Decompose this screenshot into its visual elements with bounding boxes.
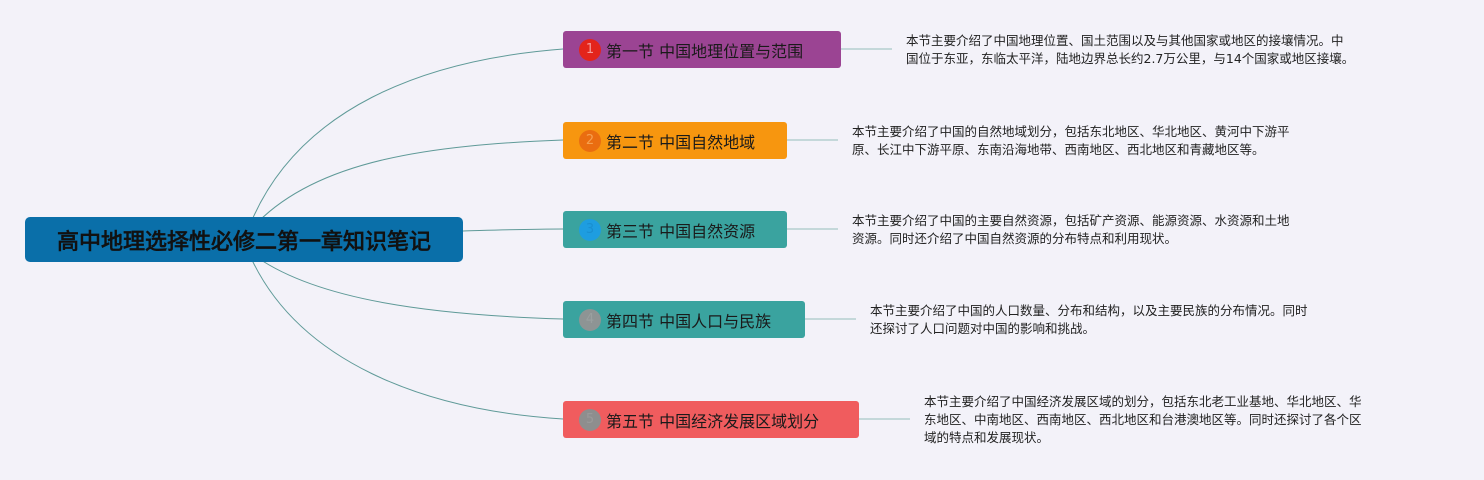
description-line: 本节主要介绍了中国经济发展区域的划分，包括东北老工业基地、华北地区、华	[924, 394, 1362, 409]
description-line: 本节主要介绍了中国的人口数量、分布和结构，以及主要民族的分布情况。同时	[870, 303, 1308, 318]
branch-link-2	[257, 139, 564, 223]
description-line: 本节主要介绍了中国的自然地域划分，包括东北地区、华北地区、黄河中下游平	[852, 124, 1290, 139]
branch-link-5	[251, 259, 564, 420]
section-title: 第三节 中国自然资源	[606, 221, 756, 241]
root-title: 高中地理选择性必修二第一章知识笔记	[56, 229, 431, 255]
number-badge-icon: 1	[579, 38, 601, 61]
branch-link-1	[251, 48, 564, 221]
section-description-1[interactable]: 本节主要介绍了中国地理位置、国土范围以及与其他国家或地区的接壤情况。中国位于东亚…	[906, 32, 1354, 68]
description-line: 域的特点和发展现状。	[924, 430, 1050, 445]
description-line: 原、长江中下游平原、东南沿海地带、西南地区、西北地区和青藏地区等。	[852, 142, 1265, 157]
number-badge-icon: 3	[579, 218, 601, 241]
root-topic[interactable]: 高中地理选择性必修二第一章知识笔记	[25, 217, 463, 262]
section-description-5[interactable]: 本节主要介绍了中国经济发展区域的划分，包括东北老工业基地、华北地区、华东地区、中…	[924, 393, 1362, 447]
section-description-3[interactable]: 本节主要介绍了中国的主要自然资源，包括矿产资源、能源资源、水资源和土地资源。同时…	[852, 212, 1290, 248]
description-line: 本节主要介绍了中国的主要自然资源，包括矿产资源、能源资源、水资源和土地	[852, 213, 1290, 228]
number-badge-icon: 5	[579, 408, 601, 431]
number-badge-icon: 2	[579, 129, 601, 152]
branch-link-4	[257, 257, 564, 320]
section-title: 第一节 中国地理位置与范围	[606, 41, 804, 61]
section-title: 第四节 中国人口与民族	[606, 311, 772, 331]
description-line: 国位于东亚，东临太平洋，陆地边界总长约2.7万公里，与14个国家或地区接壤。	[906, 51, 1355, 66]
section-title: 第二节 中国自然地域	[606, 132, 756, 152]
section-description-4[interactable]: 本节主要介绍了中国的人口数量、分布和结构，以及主要民族的分布情况。同时还探讨了人…	[870, 302, 1308, 338]
section-description-2[interactable]: 本节主要介绍了中国的自然地域划分，包括东北地区、华北地区、黄河中下游平原、长江中…	[852, 123, 1290, 159]
description-line: 还探讨了人口问题对中国的影响和挑战。	[870, 321, 1096, 336]
section-title: 第五节 中国经济发展区域划分	[606, 411, 820, 431]
description-line: 东地区、中南地区、西南地区、西北地区和台港澳地区等。同时还探讨了各个区	[924, 412, 1362, 427]
description-line: 本节主要介绍了中国地理位置、国土范围以及与其他国家或地区的接壤情况。中	[906, 33, 1344, 48]
number-badge-icon: 4	[579, 308, 601, 331]
branch-link-3	[462, 228, 564, 232]
description-line: 资源。同时还介绍了中国自然资源的分布特点和利用现状。	[852, 231, 1178, 246]
